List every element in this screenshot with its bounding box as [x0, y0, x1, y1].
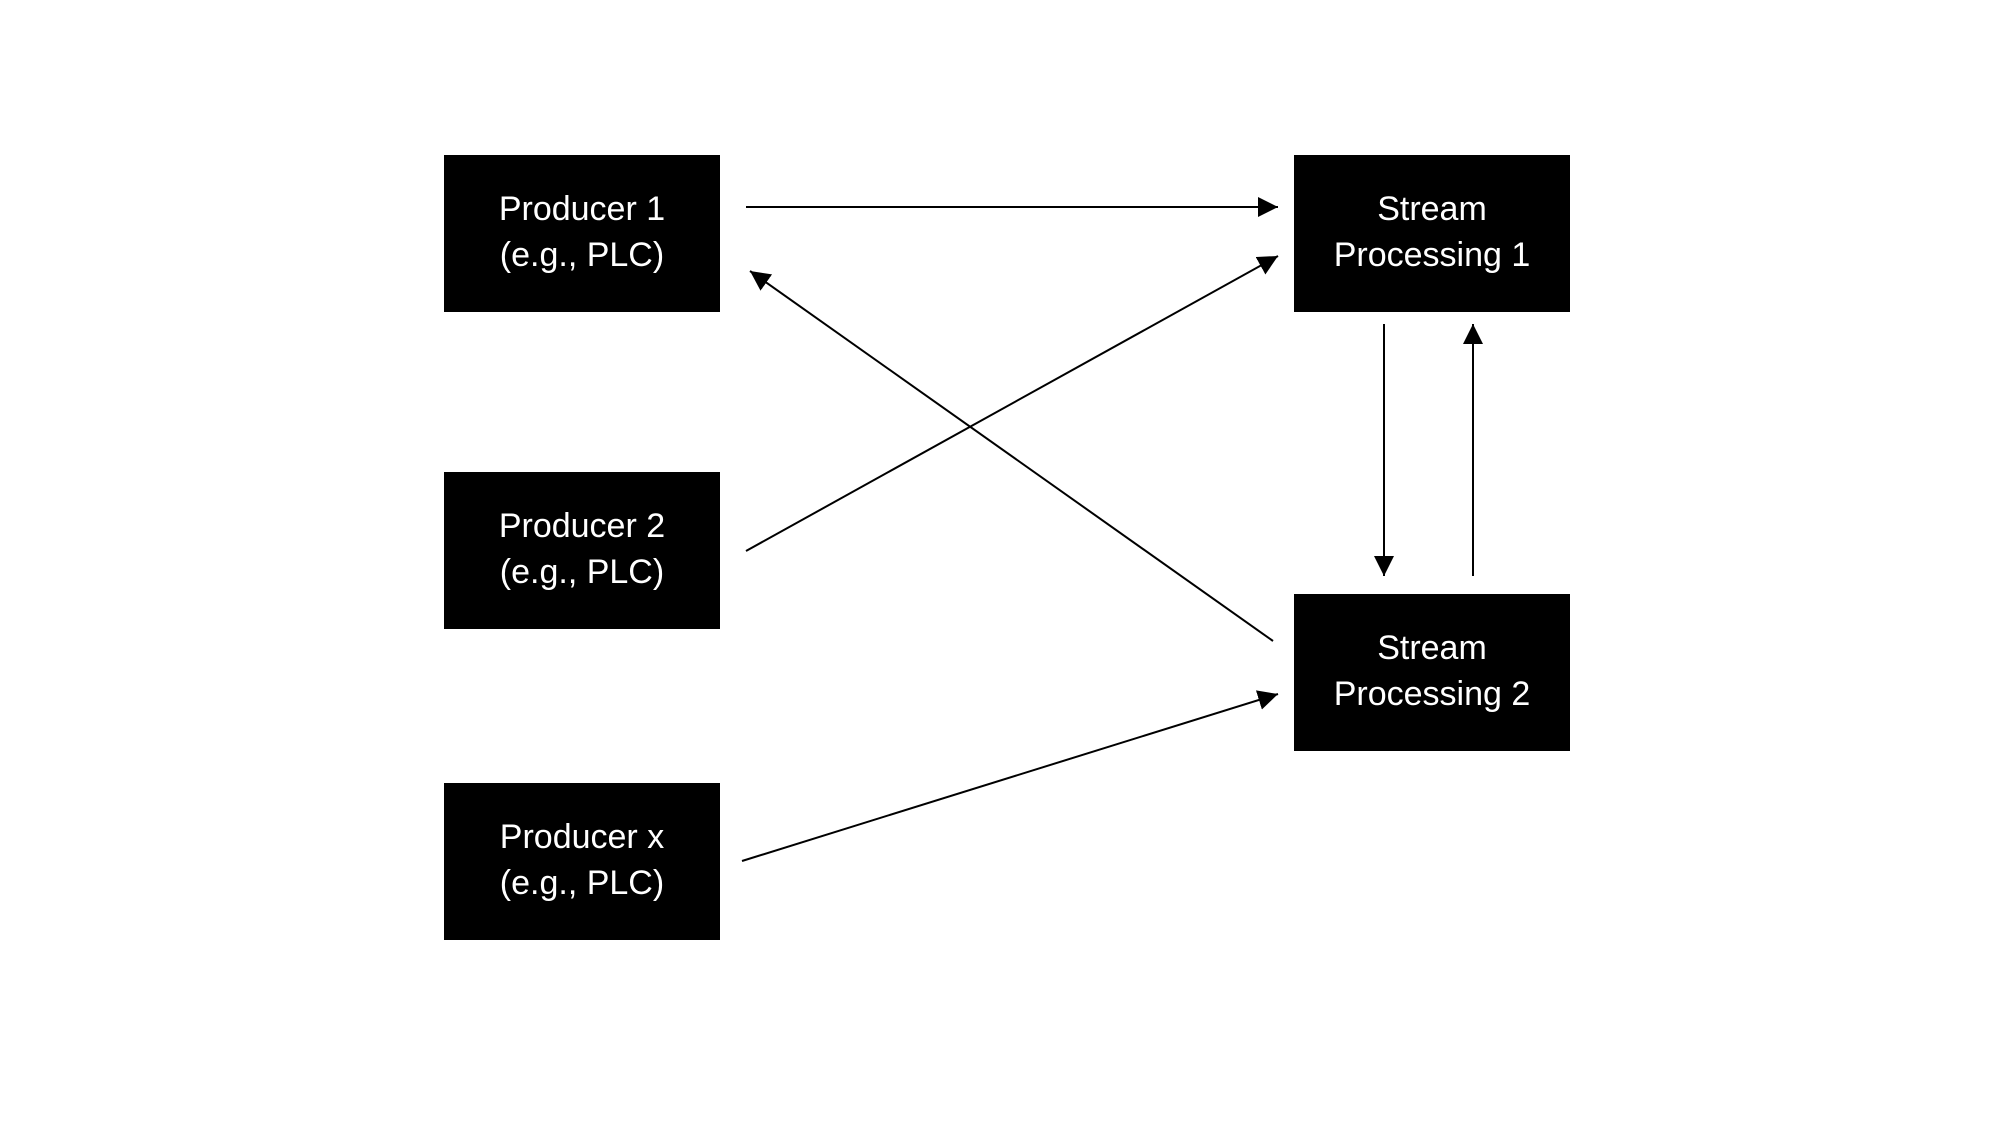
- stream-processing-2-label-line2: Processing 2: [1334, 675, 1531, 713]
- node-stream-processing-2: Stream Processing 2: [1294, 594, 1570, 751]
- stream-processing-1-box: [1294, 155, 1570, 312]
- edge-producer-x-to-stream-processing-2: [741, 690, 1279, 862]
- node-producer-x: Producer x (e.g., PLC): [444, 783, 720, 940]
- stream-processing-2-label-line1: Stream: [1377, 629, 1487, 667]
- node-producer-1: Producer 1 (e.g., PLC): [444, 155, 720, 312]
- producer-1-label-line1: Producer 1: [499, 190, 665, 228]
- producer-2-box: [444, 472, 720, 629]
- stream-processing-1-label-line2: Processing 1: [1334, 236, 1531, 274]
- edge-producer-2-to-stream-processing-1: [745, 255, 1279, 552]
- stream-processing-2-box: [1294, 594, 1570, 751]
- producer-x-label-line1: Producer x: [500, 818, 664, 856]
- producer-x-box: [444, 783, 720, 940]
- node-producer-2: Producer 2 (e.g., PLC): [444, 472, 720, 629]
- stream-processing-1-label-line1: Stream: [1377, 190, 1487, 228]
- producer-1-label-line2: (e.g., PLC): [500, 236, 664, 274]
- producer-2-label-line2: (e.g., PLC): [500, 553, 664, 591]
- producer-2-label-line1: Producer 2: [499, 507, 665, 545]
- edges: [741, 197, 1483, 862]
- producer-1-box: [444, 155, 720, 312]
- node-stream-processing-1: Stream Processing 1: [1294, 155, 1570, 312]
- producer-x-label-line2: (e.g., PLC): [500, 864, 664, 902]
- edge-stream-processing-2-to-producer-1: [749, 270, 1274, 642]
